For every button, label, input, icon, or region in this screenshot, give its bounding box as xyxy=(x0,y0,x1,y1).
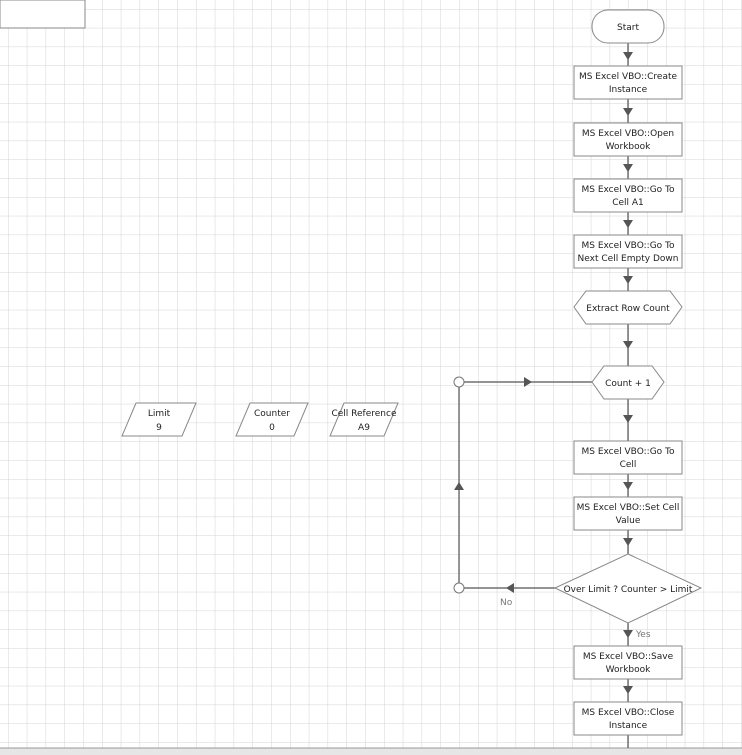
stage-label-line: Cell A1 xyxy=(612,198,644,208)
stage-label-line: Value xyxy=(616,516,641,526)
data-item-value: 0 xyxy=(269,423,275,433)
start-stage[interactable]: Start xyxy=(591,9,665,44)
stage-label-line: MS Excel VBO::Go To xyxy=(581,185,675,195)
start-label: Start xyxy=(617,23,639,33)
anchor-top[interactable] xyxy=(453,376,465,388)
data-item-value: A9 xyxy=(358,423,370,433)
stage-label-line: Next Cell Empty Down xyxy=(578,254,679,264)
anchor-bottom[interactable] xyxy=(453,582,465,594)
extract-row-count-stage[interactable]: Extract Row Count xyxy=(573,290,683,325)
stage-label-line: MS Excel VBO::Go To xyxy=(581,447,675,457)
count-plus-one-label: Count + 1 xyxy=(605,379,651,389)
stage-label-line: Workbook xyxy=(606,665,652,675)
stage-label-line: MS Excel VBO::Save xyxy=(583,652,674,662)
data-item-name: Cell Reference xyxy=(331,409,396,419)
no-label: No xyxy=(500,598,513,608)
overview-panel xyxy=(0,0,86,29)
over-limit-decision[interactable]: Over Limit ? Counter > Limit xyxy=(553,553,703,624)
decision-label: Over Limit ? Counter > Limit xyxy=(564,585,693,595)
arrow-heads xyxy=(454,52,633,694)
data-item-limit[interactable]: Limit 9 xyxy=(121,402,197,437)
stage-label-line: Instance xyxy=(609,721,648,731)
extract-row-count-label: Extract Row Count xyxy=(586,304,670,314)
stage-label-line: Instance xyxy=(609,85,648,95)
data-item-value: 9 xyxy=(156,423,162,433)
data-item-name: Counter xyxy=(254,409,290,419)
stage-label-line: MS Excel VBO::Go To xyxy=(581,241,675,251)
data-item-name: Limit xyxy=(148,409,171,419)
stage-label-line: MS Excel VBO::Close xyxy=(582,708,675,718)
stage-label-line: MS Excel VBO::Open xyxy=(582,129,674,139)
data-item-counter[interactable]: Counter 0 xyxy=(235,402,309,437)
stage-label-line: Cell xyxy=(620,460,637,470)
stage-label-line: MS Excel VBO::Create xyxy=(579,72,678,82)
yes-label: Yes xyxy=(635,630,651,640)
stage-label-line: MS Excel VBO::Set Cell xyxy=(577,503,680,513)
stage-label-line: Workbook xyxy=(606,142,652,152)
count-plus-one-stage[interactable]: Count + 1 xyxy=(591,365,665,400)
horizontal-scrollbar[interactable] xyxy=(0,748,742,755)
